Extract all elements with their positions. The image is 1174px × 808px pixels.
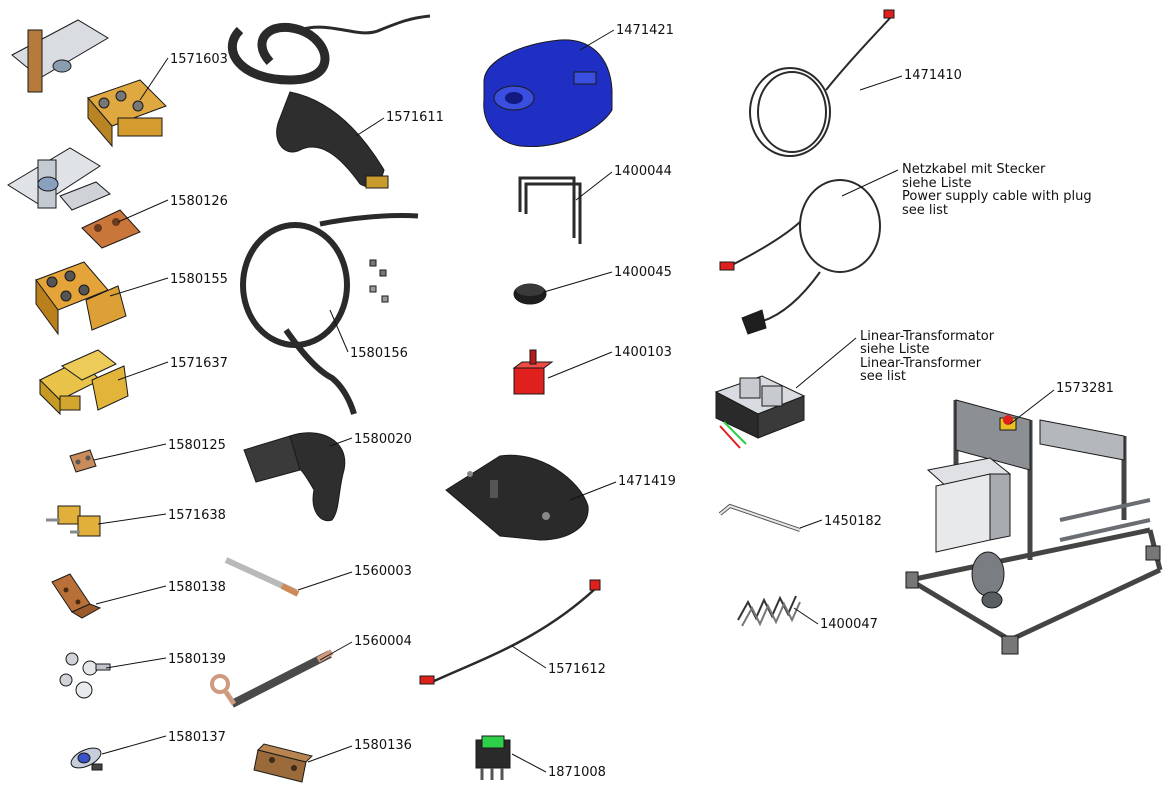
- note-line: siehe Liste: [902, 176, 971, 191]
- part-1871008: 1871008: [475, 735, 606, 780]
- base-plate-icon: [445, 454, 589, 541]
- note-line: Linear-Transformator: [860, 329, 995, 344]
- handle-shell-icon: [243, 432, 346, 522]
- ring-terminal-rod-icon: [210, 649, 334, 708]
- part-1580139: 1580139: [59, 652, 226, 699]
- connector-plug-icon: [70, 747, 103, 771]
- part-1580020: 1580020: [243, 432, 412, 522]
- part-1400103: 1400103: [512, 345, 672, 395]
- terminal-block-icon: [35, 261, 127, 336]
- note-line: see list: [860, 369, 906, 384]
- nuts-screws-icon: [59, 652, 111, 699]
- terminal-bracket-icon: [11, 19, 167, 148]
- part-number-label: 1571638: [168, 508, 226, 523]
- part-number-label: 1400047: [820, 617, 878, 632]
- rocker-switch-icon: [475, 735, 511, 780]
- part-1580126: 1580126: [7, 147, 228, 249]
- part-number-label: 1580138: [168, 580, 226, 595]
- copper-strip-icon: [51, 573, 102, 619]
- round-cap-icon: [513, 283, 547, 305]
- part-number-label: 1571637: [170, 356, 228, 371]
- part-1580155: 1580155: [35, 261, 228, 336]
- coiled-cable-icon: [749, 9, 895, 157]
- part-number-label: 1580137: [168, 730, 226, 745]
- part-1573281: 1573281: [905, 381, 1163, 655]
- part-number-label: 1580126: [170, 194, 228, 209]
- terminal-strip-icon: [737, 595, 801, 627]
- note-line: see list: [902, 203, 948, 218]
- clamp-pair-icon: [46, 505, 101, 537]
- part-1571603: 1571603: [11, 19, 228, 148]
- part-number-label: 1871008: [548, 765, 606, 780]
- power-cable-icon: [719, 179, 881, 335]
- part-number-label: 1560003: [354, 564, 412, 579]
- part-number-label: 1580020: [354, 432, 412, 447]
- part-1580156: 1580156: [240, 212, 419, 415]
- clamp-block-icon: [39, 349, 129, 416]
- part-number-label: 1580155: [170, 272, 228, 287]
- part-number-label: 1571603: [170, 52, 228, 67]
- part-number-label: 1400103: [614, 345, 672, 360]
- part-1580138: 1580138: [51, 573, 226, 619]
- part-number-label: 1471419: [618, 474, 676, 489]
- part-1571612: 1571612: [419, 579, 606, 685]
- rod-icon: [224, 557, 300, 597]
- welding-handle-cable-icon: [227, 14, 431, 189]
- note-line: Netzkabel mit Stecker: [902, 162, 1046, 177]
- part-number-label: 1571611: [386, 110, 444, 125]
- part-number-label: 1450182: [824, 514, 882, 529]
- part-1471419: 1471419: [445, 454, 676, 541]
- part-1400047: 1400047: [737, 595, 878, 632]
- note-line: Linear-Transformer: [860, 356, 982, 371]
- part-1580137: 1580137: [70, 730, 226, 771]
- part-number-label: 1400045: [614, 265, 672, 280]
- bracket-plate-icon: [7, 147, 141, 249]
- jumper-cable-icon: [419, 579, 601, 685]
- hex-key-icon: [718, 503, 801, 532]
- part-1560003: 1560003: [224, 557, 412, 597]
- part-1471410: 1471410: [749, 9, 962, 157]
- note-line: Power supply cable with plug: [902, 189, 1092, 204]
- housing-cover-icon: [483, 39, 613, 148]
- part-number-label: 1560004: [354, 634, 412, 649]
- note-transformer: Linear-Transformator siehe Liste Linear-…: [714, 329, 995, 449]
- cable-with-sleeve-icon: [240, 212, 419, 415]
- part-1450182: 1450182: [718, 503, 882, 532]
- part-1580125: 1580125: [69, 438, 226, 473]
- part-number-label: 1580136: [354, 738, 412, 753]
- part-number-label: 1400044: [614, 164, 672, 179]
- part-1400044: 1400044: [518, 164, 672, 244]
- part-1471421: 1471421: [483, 23, 674, 148]
- machine-frame-icon: [905, 399, 1163, 655]
- part-1400045: 1400045: [513, 265, 672, 305]
- part-1580136: 1580136: [253, 738, 412, 783]
- part-number-label: 1573281: [1056, 381, 1114, 396]
- part-number-label: 1471421: [616, 23, 674, 38]
- note-power-cable: Netzkabel mit Stecker siehe Liste Power …: [719, 162, 1092, 335]
- small-clamp-icon: [69, 449, 97, 473]
- part-number-label: 1580156: [350, 346, 408, 361]
- transformer-icon: [714, 375, 806, 449]
- part-number-label: 1580139: [168, 652, 226, 667]
- red-socket-icon: [512, 349, 554, 395]
- part-number-label: 1471410: [904, 68, 962, 83]
- part-1571637: 1571637: [39, 349, 228, 416]
- part-1560004: 1560004: [210, 634, 412, 708]
- part-number-label: 1580125: [168, 438, 226, 453]
- part-1571638: 1571638: [46, 505, 226, 537]
- part-1571611: 1571611: [227, 14, 444, 189]
- wire-bracket-icon: [518, 176, 582, 244]
- note-line: siehe Liste: [860, 342, 929, 357]
- bar-icon: [253, 743, 313, 783]
- part-number-label: 1571612: [548, 662, 606, 677]
